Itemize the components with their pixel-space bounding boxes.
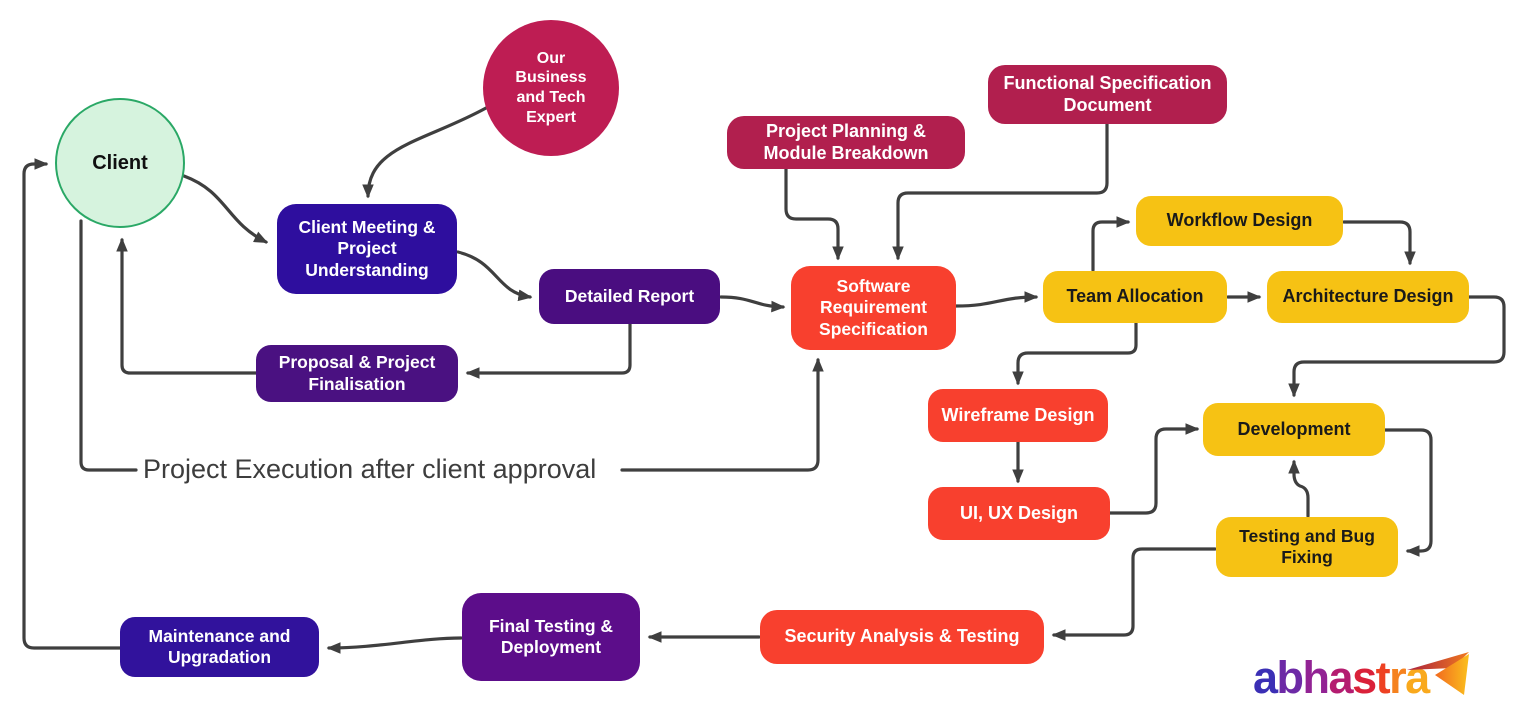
node-label: Workflow Design (1166, 210, 1313, 231)
node-detailed-report: Detailed Report (539, 269, 720, 324)
edge-team-allocation-to-workflow-design (1091, 216, 1131, 272)
node-label: Software Requirement Specification (819, 275, 928, 339)
node-security-analysis-testing: Security Analysis & Testing (760, 610, 1044, 664)
edge-expert-to-client-meeting (362, 106, 488, 199)
node-maintenance-and-upgradation: Maintenance and Upgradation (120, 617, 319, 677)
project-execution-annotation: Project Execution after client approval (143, 454, 597, 484)
abhastra-logo-flag-icon (1407, 652, 1469, 695)
node-label: Proposal & Project Finalisation (278, 352, 436, 394)
edge-project-planning-to-srs (784, 167, 844, 261)
node-label: Development (1237, 418, 1351, 439)
logo-letter: t (1375, 652, 1391, 703)
node-project-planning-module-breakdown: Project Planning & Module Breakdown (727, 116, 965, 169)
edge-proposal-to-client (116, 237, 258, 375)
edge-client-to-client-meeting (182, 174, 269, 244)
node-client: Client (55, 98, 185, 228)
node-label: Project Planning & Module Breakdown (763, 120, 929, 163)
edge-client-meeting-to-detailed-report (456, 250, 533, 302)
node-ui-ux-design: UI, UX Design (928, 487, 1110, 540)
node-label: Architecture Design (1282, 286, 1454, 307)
node-testing-and-bug-fixing: Testing and Bug Fixing (1216, 517, 1398, 577)
logo-letter: r (1389, 652, 1407, 703)
edge-team-allocation-to-wireframe-design (1012, 321, 1138, 386)
node-wireframe-design: Wireframe Design (928, 389, 1108, 442)
node-label: Functional Specification Document (1003, 72, 1212, 115)
edge-detailed-report-to-proposal (465, 322, 632, 379)
node-label: Client Meeting & Project Understanding (298, 216, 436, 280)
node-architecture-design: Architecture Design (1267, 271, 1469, 323)
node-label: Maintenance and Upgradation (148, 625, 291, 667)
edge-srs-to-team-allocation (954, 291, 1039, 308)
logo-letter: b (1276, 652, 1305, 703)
edge-maintenance-to-client (22, 158, 122, 650)
logo-letter: a (1405, 652, 1430, 703)
edge-development-to-testing-bug (1383, 428, 1433, 557)
node-label: Team Allocation (1066, 286, 1204, 307)
node-functional-specification-document: Functional Specification Document (988, 65, 1227, 124)
node-client-meeting-project-understanding: Client Meeting & Project Understanding (277, 204, 457, 294)
node-proposal-project-finalisation: Proposal & Project Finalisation (256, 345, 458, 402)
node-label: Client (92, 151, 148, 174)
edge-exec-label-to-srs (620, 357, 824, 472)
node-label: UI, UX Design (959, 502, 1079, 523)
edge-architecture-design-to-development (1288, 295, 1506, 398)
abhastra-logo: abhastra (1253, 652, 1469, 711)
edge-testing-bug-to-security (1051, 547, 1217, 641)
node-label: Security Analysis & Testing (784, 626, 1020, 647)
logo-letter: s (1352, 652, 1377, 703)
edge-uiux-design-to-development (1108, 423, 1200, 515)
node-our-business-and-tech-expert: Our Business and Tech Expert (483, 20, 619, 156)
edge-client-to-exec-label (79, 219, 138, 472)
edge-detailed-report-to-srs (719, 295, 786, 313)
edge-workflow-design-to-architecture-design (1342, 220, 1416, 266)
edge-testing-bug-to-development (1288, 459, 1310, 518)
abhastra-logo-wordmark: abhastra (1253, 652, 1430, 703)
logo-letter: a (1328, 652, 1354, 703)
edge-final-testing-to-maintenance (326, 636, 463, 654)
node-label: Our Business and Tech Expert (515, 49, 587, 126)
node-workflow-design: Workflow Design (1136, 196, 1343, 246)
node-label: Wireframe Design (941, 404, 1095, 425)
logo-letter: a (1253, 652, 1278, 703)
node-label: Final Testing & Deployment (488, 615, 614, 657)
node-final-testing-deployment: Final Testing & Deployment (462, 593, 640, 681)
edge-functional-spec-to-srs (892, 122, 1109, 261)
node-team-allocation: Team Allocation (1043, 271, 1227, 323)
node-software-requirement-specification: Software Requirement Specification (791, 266, 956, 350)
logo-letter: h (1302, 652, 1331, 703)
node-label: Testing and Bug Fixing (1239, 525, 1375, 567)
node-label: Detailed Report (564, 285, 695, 306)
node-development: Development (1203, 403, 1385, 456)
